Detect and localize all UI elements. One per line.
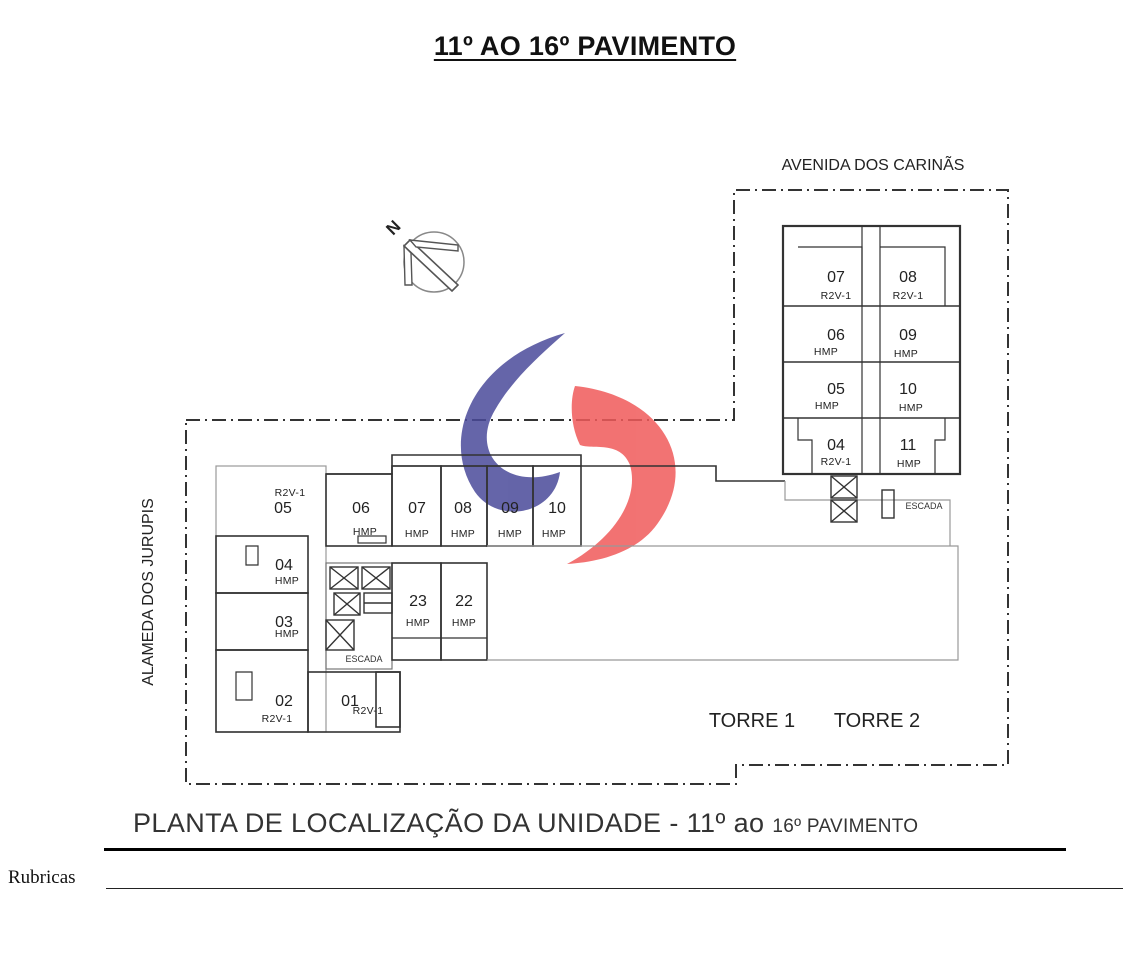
unit-type-t1-1: HMP	[275, 575, 299, 587]
unit-number-t2-5: 10	[899, 381, 917, 398]
street-label-west: ALAMEDA DOS JURUPIS	[140, 498, 157, 686]
unit-type-t1-2: HMP	[275, 628, 299, 640]
unit-type-t1-0: R2V-1	[275, 487, 306, 499]
unit-number-t1-6: 07	[408, 500, 426, 517]
unit-type-t2-0: R2V-1	[821, 290, 852, 302]
unit-number-t2-7: 11	[900, 437, 917, 454]
lot-boundary	[185, 189, 1009, 785]
signature-field[interactable]: Rubricas	[8, 864, 1123, 894]
unit-number-t1-2: 03	[275, 614, 293, 631]
stairs-label-tower2: ESCADA	[905, 501, 942, 511]
unit-number-t1-7: 08	[454, 500, 472, 517]
building-outlines: ESCADA ESCADA	[215, 224, 962, 733]
unit-number-t1-5: 06	[352, 500, 370, 517]
signature-label: Rubricas	[8, 867, 76, 888]
unit-type-t2-6: R2V-1	[821, 456, 852, 468]
unit-type-t1-6: HMP	[405, 528, 429, 540]
unit-type-t1-4: R2V-1	[353, 705, 384, 717]
unit-number-t2-1: 08	[899, 269, 917, 286]
north-arrow-icon: N	[382, 217, 465, 293]
caption-main: PLANTA DE LOCALIZAÇÃO DA UNIDADE - 11º a…	[133, 808, 765, 838]
unit-type-t1-11: HMP	[452, 617, 476, 629]
unit-number-t1-1: 04	[275, 557, 293, 574]
unit-number-t2-3: 09	[899, 327, 917, 344]
unit-number-t2-0: 07	[827, 269, 845, 286]
stairs-label-tower1: ESCADA	[345, 654, 382, 664]
unit-number-t1-0: 05	[274, 500, 292, 517]
signature-line[interactable]	[106, 888, 1123, 889]
unit-type-t2-1: R2V-1	[893, 290, 924, 302]
plan-caption: PLANTA DE LOCALIZAÇÃO DA UNIDADE - 11º a…	[133, 808, 918, 839]
tower-label-1: TORRE 1	[709, 710, 795, 732]
unit-type-t2-3: HMP	[894, 348, 918, 360]
unit-type-t1-10: HMP	[406, 617, 430, 629]
logo-watermark	[460, 333, 676, 564]
tower-label-2: TORRE 2	[834, 710, 920, 732]
north-letter: N	[382, 217, 404, 239]
unit-type-t1-8: HMP	[498, 528, 522, 540]
caption-floor-range: 16º PAVIMENTO	[772, 816, 919, 837]
street-label-north: AVENIDA DOS CARINÃS	[782, 154, 965, 174]
unit-type-t1-7: HMP	[451, 528, 475, 540]
unit-number-t2-6: 04	[827, 437, 845, 454]
unit-number-t1-8: 09	[501, 500, 519, 517]
unit-number-t1-4: 01	[341, 693, 359, 710]
unit-number-t2-2: 06	[827, 327, 845, 344]
caption-underline	[104, 848, 1066, 851]
unit-number-t1-3: 02	[275, 693, 293, 710]
unit-number-t1-10: 23	[409, 593, 427, 610]
unit-type-t1-3: R2V-1	[262, 713, 293, 725]
unit-type-t1-9: HMP	[542, 528, 566, 540]
unit-type-t2-5: HMP	[899, 402, 923, 414]
unit-type-t2-7: HMP	[897, 458, 921, 470]
page-title: 11º AO 16º PAVIMENTO	[433, 31, 737, 61]
unit-type-t2-4: HMP	[815, 400, 839, 412]
unit-number-t1-9: 10	[548, 500, 566, 517]
unit-labels: 05R2V-104HMP03HMP02R2V-101R2V-106HMP07HM…	[262, 269, 924, 725]
unit-type-t1-5: HMP	[353, 526, 377, 538]
unit-number-t1-11: 22	[455, 593, 473, 610]
unit-type-t2-2: HMP	[814, 346, 838, 358]
unit-number-t2-4: 05	[827, 381, 845, 398]
